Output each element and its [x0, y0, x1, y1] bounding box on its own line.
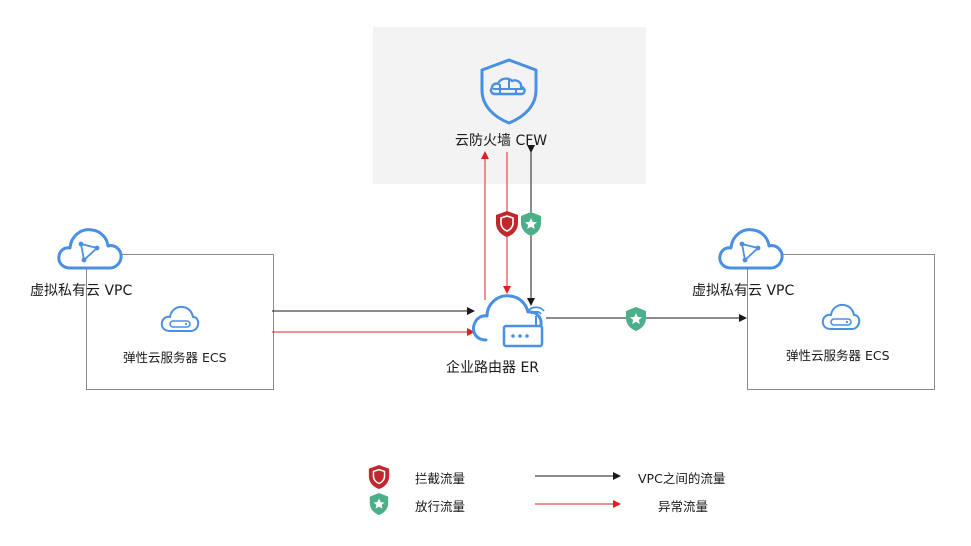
legend-block-label: 拦截流量	[415, 471, 466, 486]
cfw-label: 云防火墙 CFW	[455, 133, 548, 149]
ecs-left-label: 弹性云服务器 ECS	[123, 350, 227, 365]
cfw-shield-icon	[480, 58, 538, 125]
router-label: 企业路由器 ER	[446, 360, 540, 376]
ecs-right-label: 弹性云服务器 ECS	[786, 348, 890, 363]
vpc-right-cloud-icon	[718, 228, 784, 270]
ecs-left-icon	[160, 305, 200, 332]
cfw-panel	[373, 27, 646, 184]
allow-shield-icon	[521, 212, 541, 236]
legend-allow-shield-icon	[369, 493, 389, 515]
legend-block-shield-icon	[368, 465, 390, 489]
vpc-right-label: 虚拟私有云 VPC	[692, 283, 795, 299]
block-shield-icon	[496, 211, 518, 237]
legend-abnormal-flow-label: 异常流量	[658, 499, 709, 514]
vpc-left-label: 虚拟私有云 VPC	[30, 283, 133, 299]
router-cloud-icon	[472, 294, 545, 348]
ecs-right-icon	[821, 303, 861, 330]
allow-shield-icon-right	[626, 307, 646, 331]
vpc-left-cloud-icon	[57, 228, 123, 270]
legend-vpc-flow-label: VPC之间的流量	[638, 471, 726, 486]
legend-allow-label: 放行流量	[415, 499, 466, 514]
